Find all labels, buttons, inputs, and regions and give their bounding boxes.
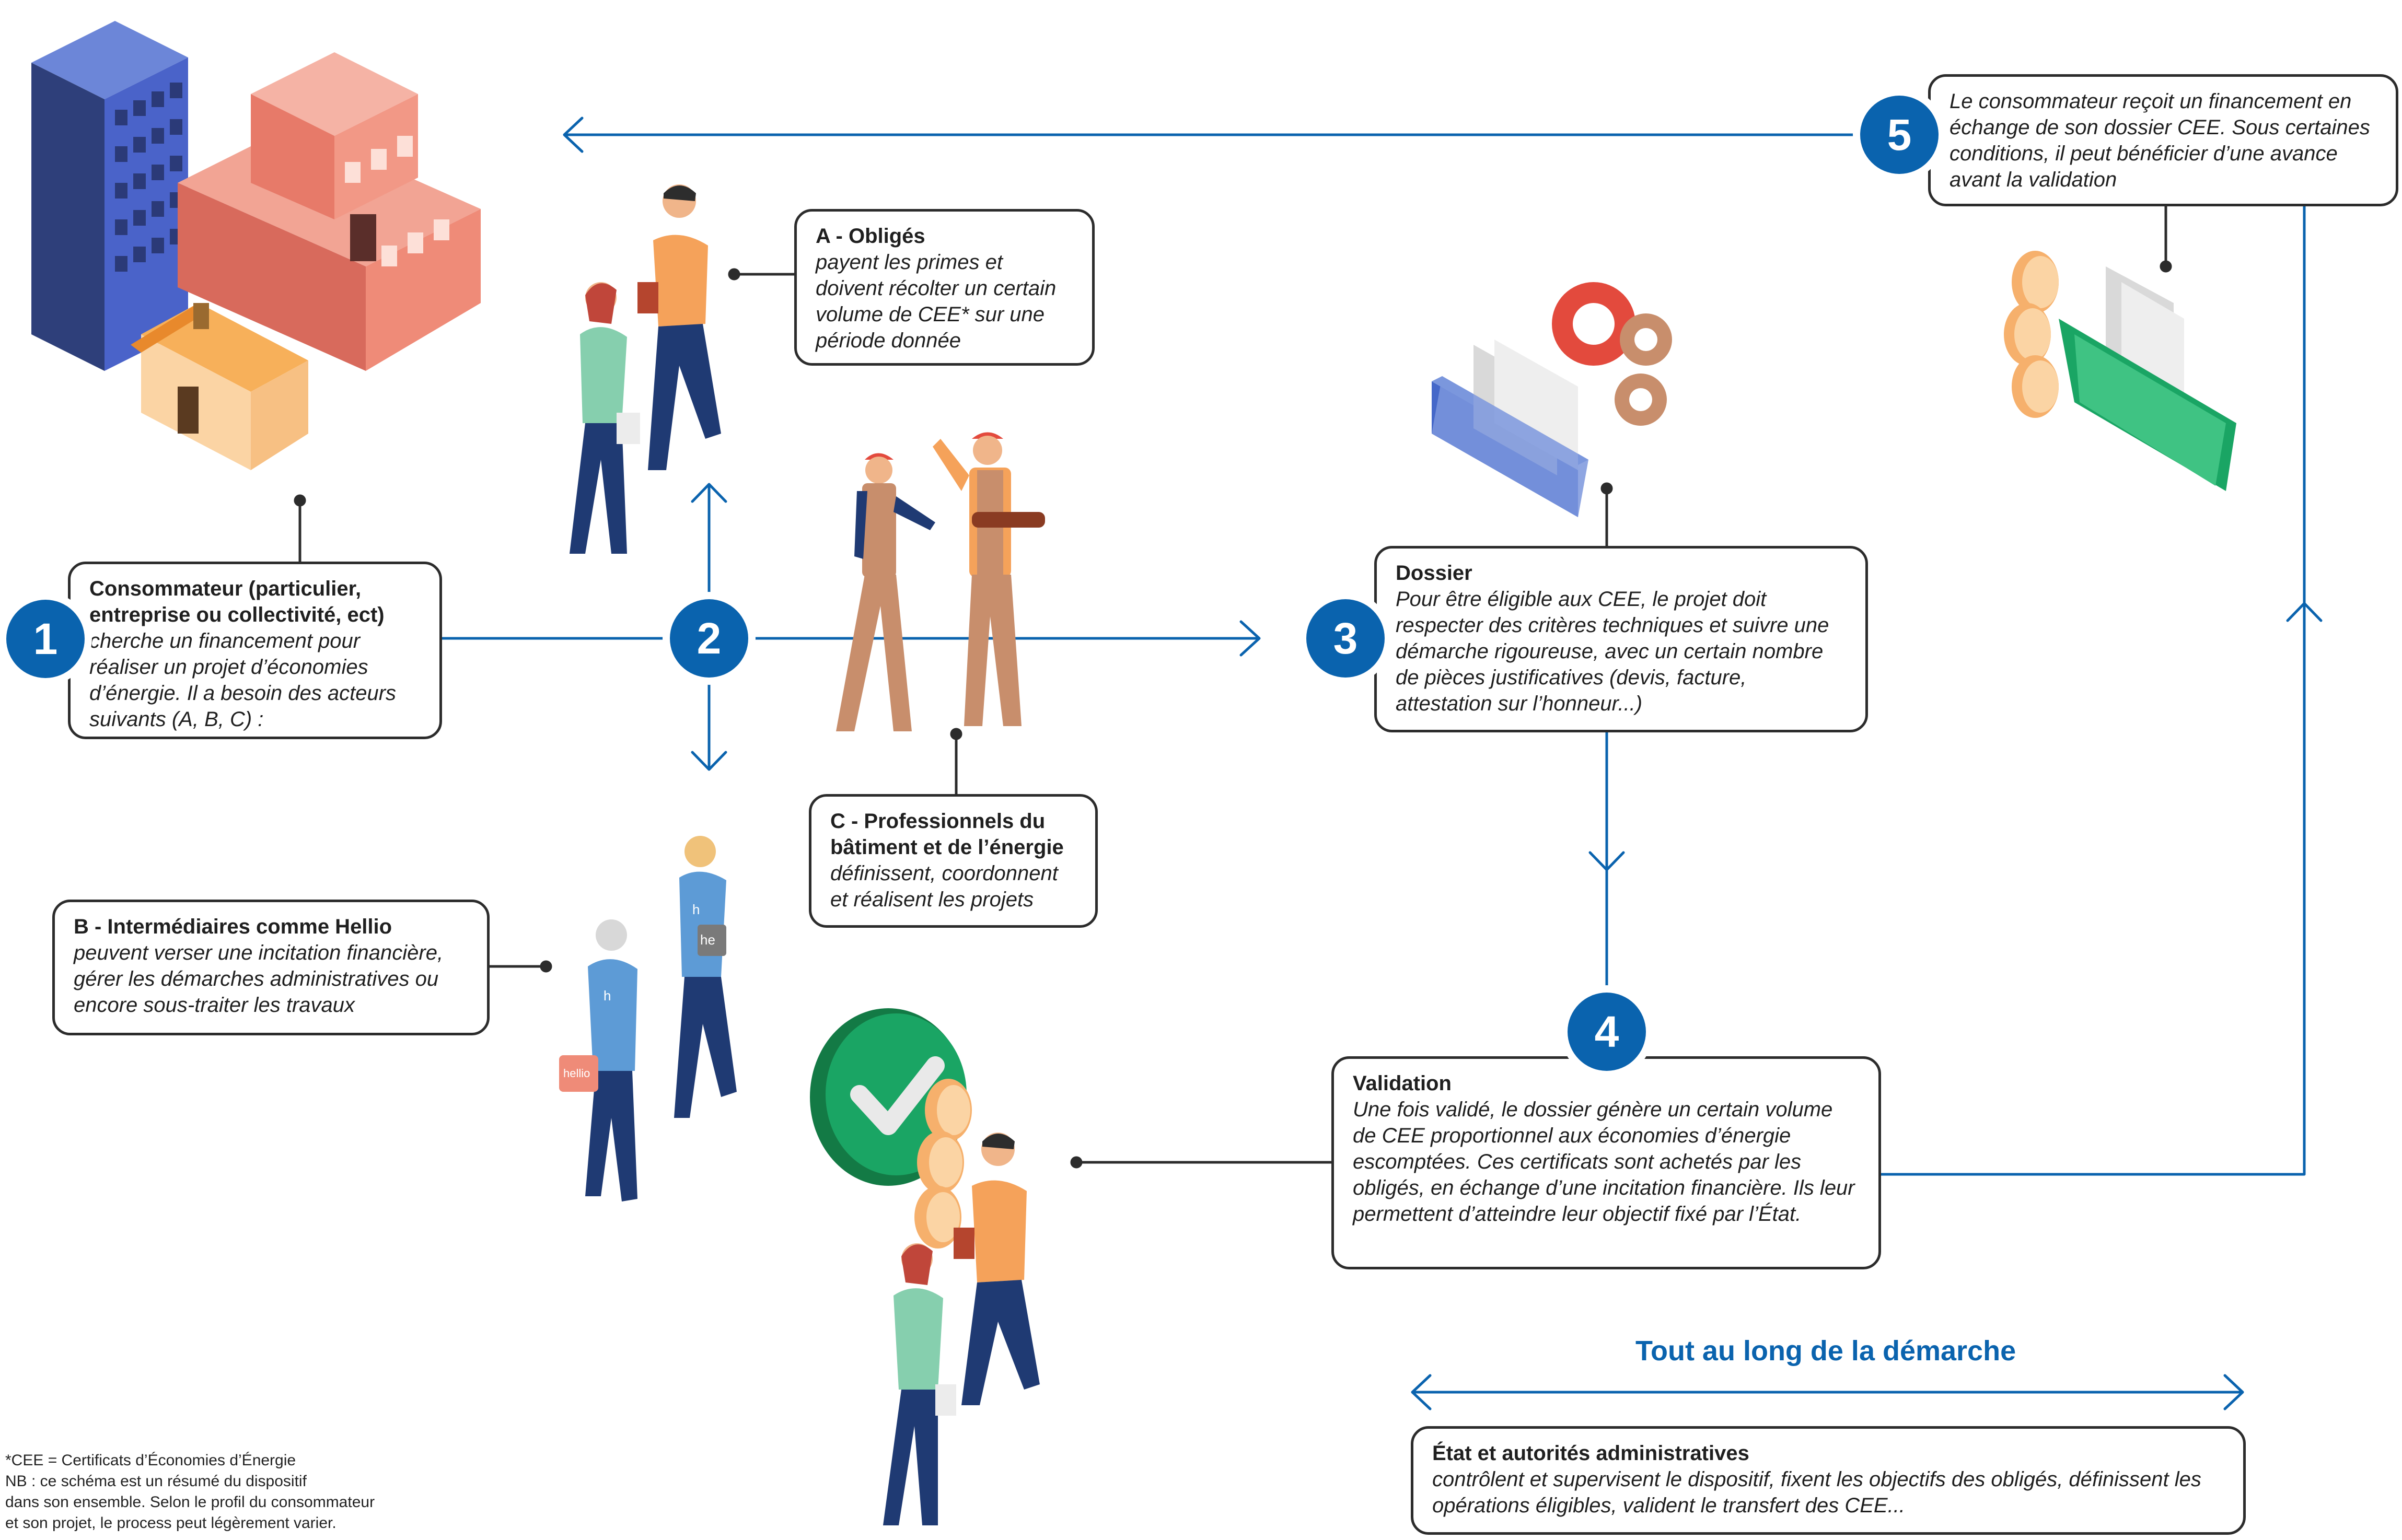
professionnels-box: C - Professionnels du bâtiment et de l’é… [809, 794, 1098, 928]
staff-front-figure-icon: h hellio [559, 919, 637, 1201]
arrow-up-to-a [691, 483, 727, 503]
dossier-title: Dossier [1396, 562, 1472, 585]
footnote-line-4: et son projet, le process peut légèremen… [5, 1514, 336, 1532]
arrow-back-to-consumer [563, 116, 584, 153]
etat-box: État et autorités administratives contrô… [1411, 1426, 2246, 1535]
bag-logo-hellio: hellio [563, 1067, 590, 1080]
footnote-line-3: dans son ensemble. Selon le profil du co… [5, 1494, 375, 1511]
footnote: *CEE = Certificats d’Économies d’Énergie… [5, 1450, 475, 1534]
throughout-arrow-left [1411, 1374, 1432, 1410]
man-figure-icon [954, 1133, 1040, 1405]
step-badge-3: 3 [1306, 599, 1385, 678]
school-building-icon [178, 52, 481, 371]
blue-folder-icon [1432, 340, 1588, 517]
financement-illustration [2004, 251, 2236, 491]
arrow-up-to-step-5 [2286, 602, 2323, 622]
intermediaires-description: peuvent verser une incitation financière… [74, 941, 444, 1017]
green-folder-icon [2059, 266, 2236, 491]
hellio-staff-illustration: h he h hellio [559, 836, 737, 1201]
step-badge-1: 1 [6, 600, 85, 678]
shirt-letter-h-front: h [604, 988, 611, 1004]
shirt-letter-h-back: h [692, 902, 700, 917]
consumer-box: Consommateur (particulier, entreprise ou… [68, 562, 442, 739]
dossier-description: Pour être éligible aux CEE, le projet do… [1396, 588, 1829, 715]
arrow-down-to-b [691, 751, 727, 771]
worker-left-icon [836, 453, 935, 731]
validation-description: Une fois validé, le dossier génère un ce… [1353, 1098, 1855, 1226]
woman-figure-icon [570, 282, 640, 554]
obliges-people-illustration [570, 184, 721, 554]
professionnels-title: C - Professionnels du bâtiment et de l’é… [830, 810, 1064, 859]
etat-title: État et autorités administratives [1432, 1442, 1749, 1465]
validation-illustration [810, 1008, 1040, 1525]
etat-description: contrôlent et supervisent le dispositif,… [1432, 1468, 2201, 1517]
dossier-box: Dossier Pour être éligible aux CEE, le p… [1374, 546, 1868, 732]
obliges-description: payent les primes et doivent récolter un… [816, 251, 1057, 352]
woman-figure-icon [883, 1243, 956, 1525]
office-tower-icon [31, 21, 188, 371]
worker-right-icon [933, 432, 1045, 726]
coins-icon [914, 1079, 972, 1249]
house-icon [131, 303, 308, 470]
financement-description: Le consommateur reçoit un financement en… [1950, 90, 2370, 191]
coin-stack-icon [2004, 251, 2059, 418]
obliges-title: A - Obligés [816, 225, 925, 248]
staff-back-figure-icon: h he [674, 836, 737, 1118]
laptop-logo-he: he [700, 932, 715, 948]
workers-illustration [836, 432, 1045, 731]
step-badge-4: 4 [1568, 993, 1646, 1071]
footnote-line-2: NB : ce schéma est un résumé du disposit… [5, 1473, 307, 1490]
financement-box: Le consommateur reçoit un financement en… [1928, 74, 2398, 206]
step-badge-5: 5 [1860, 96, 1939, 174]
obliges-box: A - Obligés payent les primes et doivent… [794, 209, 1095, 366]
throughout-arrow-right [2223, 1374, 2244, 1410]
consumer-title: Consommateur (particulier, entreprise ou… [89, 577, 385, 626]
dossier-illustration [1432, 282, 1672, 517]
flow-line-4-5 [1879, 205, 2306, 1176]
step-badge-2: 2 [670, 599, 748, 678]
intermediaires-title: B - Intermédiaires comme Hellio [74, 915, 392, 938]
consumer-description: cherche un financement pour réaliser un … [89, 629, 397, 731]
validation-box: Validation Une fois validé, le dossier g… [1331, 1056, 1881, 1269]
validation-title: Validation [1353, 1072, 1452, 1095]
intermediaires-box: B - Intermédiaires comme Hellio peuvent … [52, 900, 490, 1035]
arrow-down-to-step-4 [1588, 851, 1625, 871]
throughout-heading: Tout au long de la démarche [1635, 1335, 2016, 1367]
buildings-illustration [31, 21, 481, 470]
professionnels-description: définissent, coordonnent et réalisent le… [830, 862, 1058, 911]
arrow-to-step-3 [1239, 620, 1261, 657]
gear-icon [1552, 282, 1672, 426]
footnote-line-1: *CEE = Certificats d’Économies d’Énergie [5, 1452, 296, 1469]
man-figure-icon [637, 184, 721, 470]
